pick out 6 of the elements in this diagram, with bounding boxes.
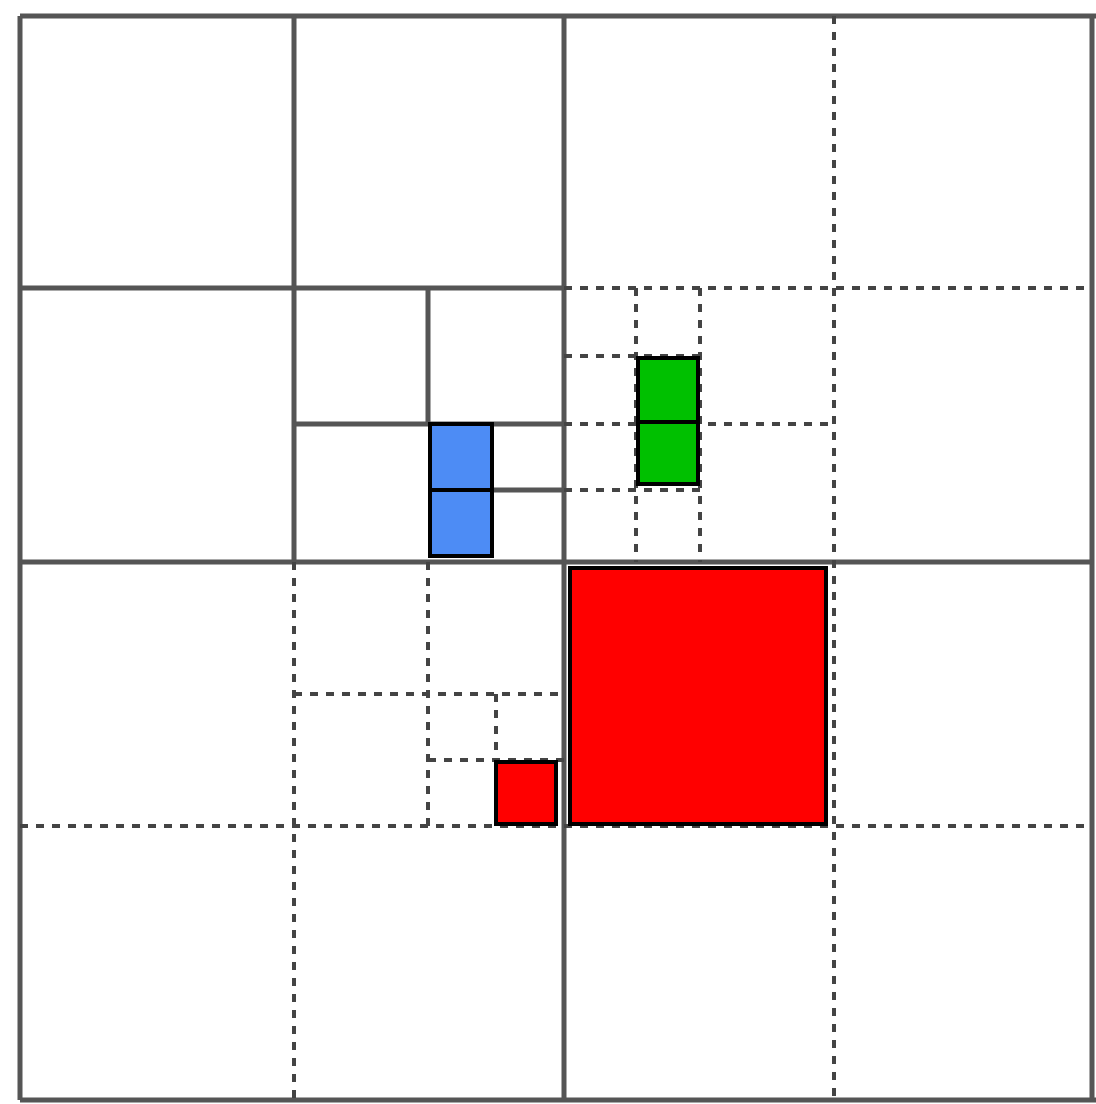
- filled-square: [428, 422, 494, 492]
- filled-square: [636, 420, 700, 486]
- filled-square: [636, 356, 700, 424]
- filled-square: [428, 488, 494, 558]
- filled-square: [568, 566, 828, 826]
- filled-square: [494, 760, 558, 826]
